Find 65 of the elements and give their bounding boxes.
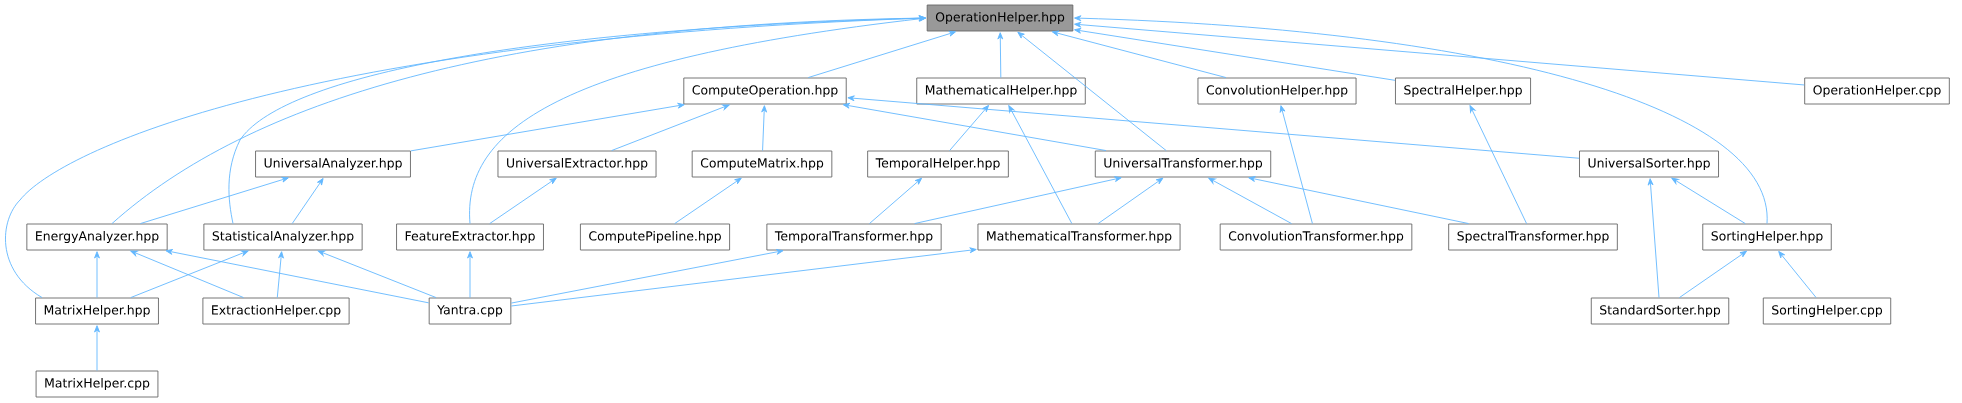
arrow (94, 251, 100, 298)
file-box: MatrixHelper.cpp (35, 370, 159, 398)
arrow (94, 325, 100, 371)
arrow (807, 30, 956, 78)
arrow (1679, 250, 1747, 298)
file-box: ConvolutionHelper.hpp (1197, 77, 1357, 105)
arrow (467, 251, 473, 298)
file-box: ComputeOperation.hpp (683, 77, 847, 105)
file-box: SpectralTransformer.hpp (1448, 223, 1618, 251)
file-box: ComputePipeline.hpp (579, 223, 731, 251)
arrow (1074, 15, 1768, 224)
arrow (317, 250, 437, 298)
arrow (847, 95, 1580, 159)
file-box: ExtractionHelper.cpp (202, 297, 350, 325)
arrow (1008, 105, 1073, 224)
file-box: FeatureExtractor.hpp (396, 223, 544, 251)
file-box: ConvolutionTransformer.hpp (1219, 223, 1413, 251)
arrow (510, 249, 784, 304)
arrow (1248, 176, 1469, 224)
file-box: MatrixHelper.hpp (35, 297, 159, 325)
file-box: StatisticalAnalyzer.hpp (203, 223, 363, 251)
file-box: Yantra.cpp (428, 297, 512, 325)
file-box: TemporalHelper.hpp (867, 150, 1009, 178)
file-box: SpectralHelper.hpp (1395, 77, 1531, 105)
arrow (510, 247, 977, 307)
arrow (1074, 21, 1805, 86)
file-box: UniversalTransformer.hpp (1094, 150, 1272, 178)
file-box: UniversalAnalyzer.hpp (255, 150, 411, 178)
arrow (761, 105, 768, 151)
arrow (1647, 178, 1660, 298)
arrow (674, 177, 742, 224)
file-box: ComputeMatrix.hpp (691, 150, 833, 178)
arrow (165, 249, 430, 304)
file-box: MathematicalHelper.hpp (916, 77, 1086, 105)
file-box: MathematicalTransformer.hpp (977, 223, 1181, 251)
file-box: StandardSorter.hpp (1590, 297, 1730, 325)
arrow (1671, 177, 1746, 224)
arrow (1017, 31, 1167, 151)
arrow (1097, 177, 1164, 224)
arrow (914, 176, 1122, 224)
arrow (1279, 105, 1313, 224)
arrow (1469, 105, 1527, 224)
file-box: OperationHelper.cpp (1804, 77, 1950, 105)
file-box: TemporalTransformer.hpp (766, 223, 942, 251)
file-box: UniversalExtractor.hpp (497, 150, 657, 178)
arrow (869, 177, 923, 224)
arrow (276, 251, 284, 298)
arrow (842, 102, 1107, 151)
arrow (1778, 250, 1817, 298)
arrow (5, 15, 926, 298)
arrow (949, 104, 990, 151)
arrow (291, 178, 324, 224)
file-box: SortingHelper.hpp (1702, 223, 1832, 251)
arrow (611, 104, 730, 151)
arrow (997, 32, 1004, 78)
file-box: OperationHelper.hpp (926, 4, 1074, 32)
arrow (1208, 177, 1292, 224)
arrow (410, 102, 685, 152)
file-box: EnergyAnalyzer.hpp (26, 223, 168, 251)
arrow (1074, 27, 1396, 81)
arrow (489, 177, 557, 224)
file-box: SortingHelper.cpp (1762, 297, 1892, 325)
arrow (1051, 30, 1227, 78)
file-box: UniversalSorter.hpp (1579, 150, 1719, 178)
arrow (140, 176, 289, 224)
